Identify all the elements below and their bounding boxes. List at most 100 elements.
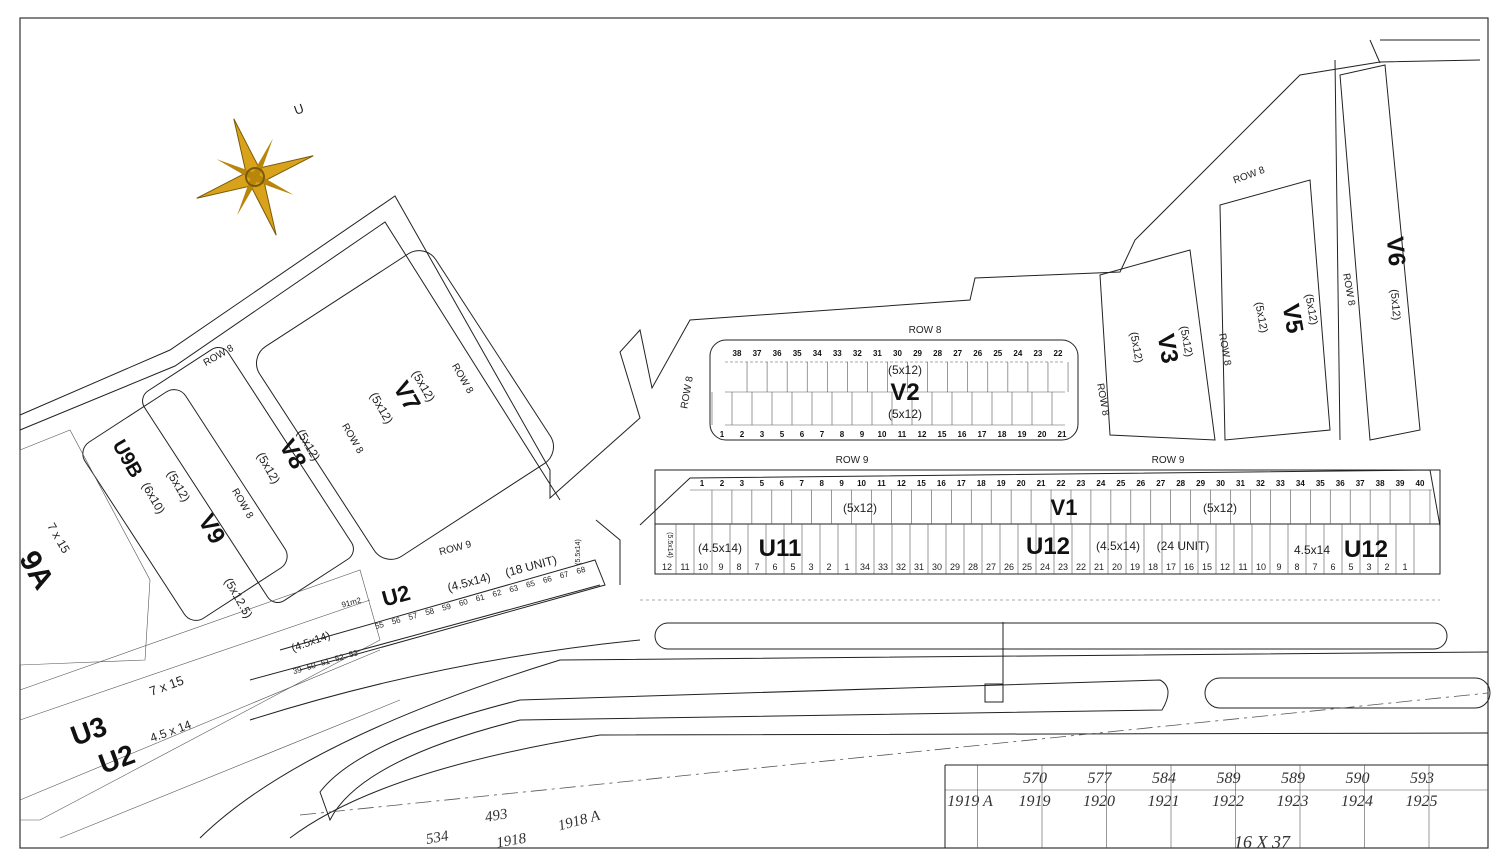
v2-lot-label: 11 — [898, 430, 907, 439]
v2-lot-label: 5 — [780, 430, 785, 439]
v1-lot-label: 24 — [1096, 479, 1105, 488]
u-lot-label: 26 — [1004, 562, 1014, 572]
v1-lot-label: 16 — [937, 479, 946, 488]
parcel-534: 534 — [425, 828, 450, 848]
u-lot-label: 9 — [718, 562, 723, 572]
v2-lot-label: 33 — [833, 349, 842, 358]
u2-lot-label: 65 — [525, 579, 536, 590]
v1-lot-label: 6 — [780, 479, 785, 488]
v2-lot-label: 27 — [953, 349, 962, 358]
u-lot-label: 23 — [1058, 562, 1068, 572]
v1-lot-label: 25 — [1116, 479, 1125, 488]
v2-lot-label: 2 — [740, 430, 745, 439]
v2-lot-label: 3 — [760, 430, 765, 439]
v1-size-left: (5x12) — [843, 501, 877, 515]
v1-lot-label: 40 — [1416, 479, 1425, 488]
v2-lot-label: 24 — [1013, 349, 1022, 358]
v1-lot-label: 11 — [877, 479, 886, 488]
v2-lot-label: 9 — [860, 430, 865, 439]
u-lot-label: 6 — [1330, 562, 1335, 572]
v2-lot-label: 21 — [1058, 430, 1067, 439]
v1-lot-label: 27 — [1156, 479, 1165, 488]
v2-lot-label: 32 — [853, 349, 862, 358]
u2-lot-label: 67 — [559, 569, 570, 580]
u-lot-label: 2 — [826, 562, 831, 572]
u2-corner-size: (5.5x14) — [575, 539, 582, 565]
v1-lot-label: 30 — [1216, 479, 1225, 488]
v3-code: V3 — [1152, 332, 1184, 366]
v2-lot-label: 16 — [958, 430, 967, 439]
u-lot-label: 21 — [1094, 562, 1104, 572]
u2-lower-lot-label: 50 — [306, 661, 317, 672]
u-lot-label: 5 — [790, 562, 795, 572]
v1-lot-label: 23 — [1076, 479, 1085, 488]
u2-lot-label: 56 — [391, 615, 402, 626]
v6-code: V6 — [1381, 236, 1410, 268]
v2-lot-label: 12 — [918, 430, 927, 439]
v1-lot-label: 36 — [1336, 479, 1345, 488]
u2-lot-label: 61 — [475, 592, 486, 603]
v1-lot-label: 2 — [720, 479, 725, 488]
u-lot-label: 6 — [772, 562, 777, 572]
u-lot-label: 25 — [1022, 562, 1032, 572]
v1-lot-label: 35 — [1316, 479, 1325, 488]
parcel-number-bottom: 1924 — [1341, 793, 1373, 810]
v1-lot-label: 37 — [1356, 479, 1365, 488]
v1-lot-label: 15 — [917, 479, 926, 488]
u2-lot-label: 63 — [508, 583, 519, 594]
v2-lot-label: 23 — [1033, 349, 1042, 358]
v2-size-bottom: (5x12) — [888, 407, 922, 421]
v2-lot-label: 8 — [840, 430, 845, 439]
u2-lot-label: 66 — [542, 574, 553, 585]
v1-code: V1 — [1051, 495, 1078, 520]
u-lot-label: 3 — [808, 562, 813, 572]
parcel-number-bottom: 1922 — [1212, 793, 1244, 810]
u-lot-label: 7 — [1312, 562, 1317, 572]
v1-lot-label: 21 — [1037, 479, 1046, 488]
v1-lot-label: 26 — [1136, 479, 1145, 488]
v1-lot-label: 19 — [997, 479, 1006, 488]
v1-lot-label: 28 — [1176, 479, 1185, 488]
parcel-number-top: 577 — [1088, 770, 1113, 787]
parcel-number-top: 590 — [1346, 770, 1370, 787]
u12b-code: U12 — [1344, 536, 1388, 563]
v2-lot-label: 6 — [800, 430, 805, 439]
v1-lot-label: 38 — [1376, 479, 1385, 488]
u2-lot-label: 60 — [458, 597, 469, 608]
u12-units: (24 UNIT) — [1157, 539, 1210, 553]
u-lot-label: 5 — [1348, 562, 1353, 572]
u-lot-label: 8 — [736, 562, 741, 572]
parcel-number-top: 593 — [1410, 770, 1434, 787]
v2-lot-label: 10 — [878, 430, 887, 439]
parcel-number-bottom: 1919 A — [947, 793, 993, 810]
v2-size-top: (5x12) — [888, 363, 922, 377]
u-lot-label: 17 — [1166, 562, 1176, 572]
u2-lot-label: 68 — [575, 565, 586, 576]
u-lot-label: 34 — [860, 562, 870, 572]
parcel-number-bottom: 1925 — [1406, 793, 1438, 810]
v5-size-b: (5x12) — [1302, 293, 1319, 326]
v1-lot-label: 17 — [957, 479, 966, 488]
u-lot-label: 1 — [1402, 562, 1407, 572]
u2-lower-lot-label: 52 — [334, 652, 345, 663]
main-road — [199, 622, 1491, 839]
u2-lot-label: 55 — [374, 620, 385, 631]
u2-lot-label: 57 — [407, 611, 418, 622]
v1-lot-label: 7 — [799, 479, 804, 488]
v1-lot-label: 18 — [977, 479, 986, 488]
v1-lot-label: 32 — [1256, 479, 1265, 488]
u12b-size: 4.5x14 — [1294, 543, 1330, 557]
parcel-number-top: 589 — [1217, 770, 1241, 787]
v2-lot-label: 36 — [773, 349, 782, 358]
parcel-number-bottom: 1921 — [1148, 793, 1180, 810]
u2-lot-label: 58 — [424, 606, 435, 617]
u11-corner-size: (5.5x14) — [666, 532, 673, 558]
u-lot-label: 10 — [698, 562, 708, 572]
row9-label-v1: ROW 9 — [836, 455, 869, 466]
u-lot-label: 8 — [1294, 562, 1299, 572]
v2-code: V2 — [890, 379, 919, 406]
v2-lot-label: 17 — [978, 430, 987, 439]
v1-lot-label: 5 — [760, 479, 765, 488]
row8-label-v2: ROW 8 — [909, 325, 942, 336]
